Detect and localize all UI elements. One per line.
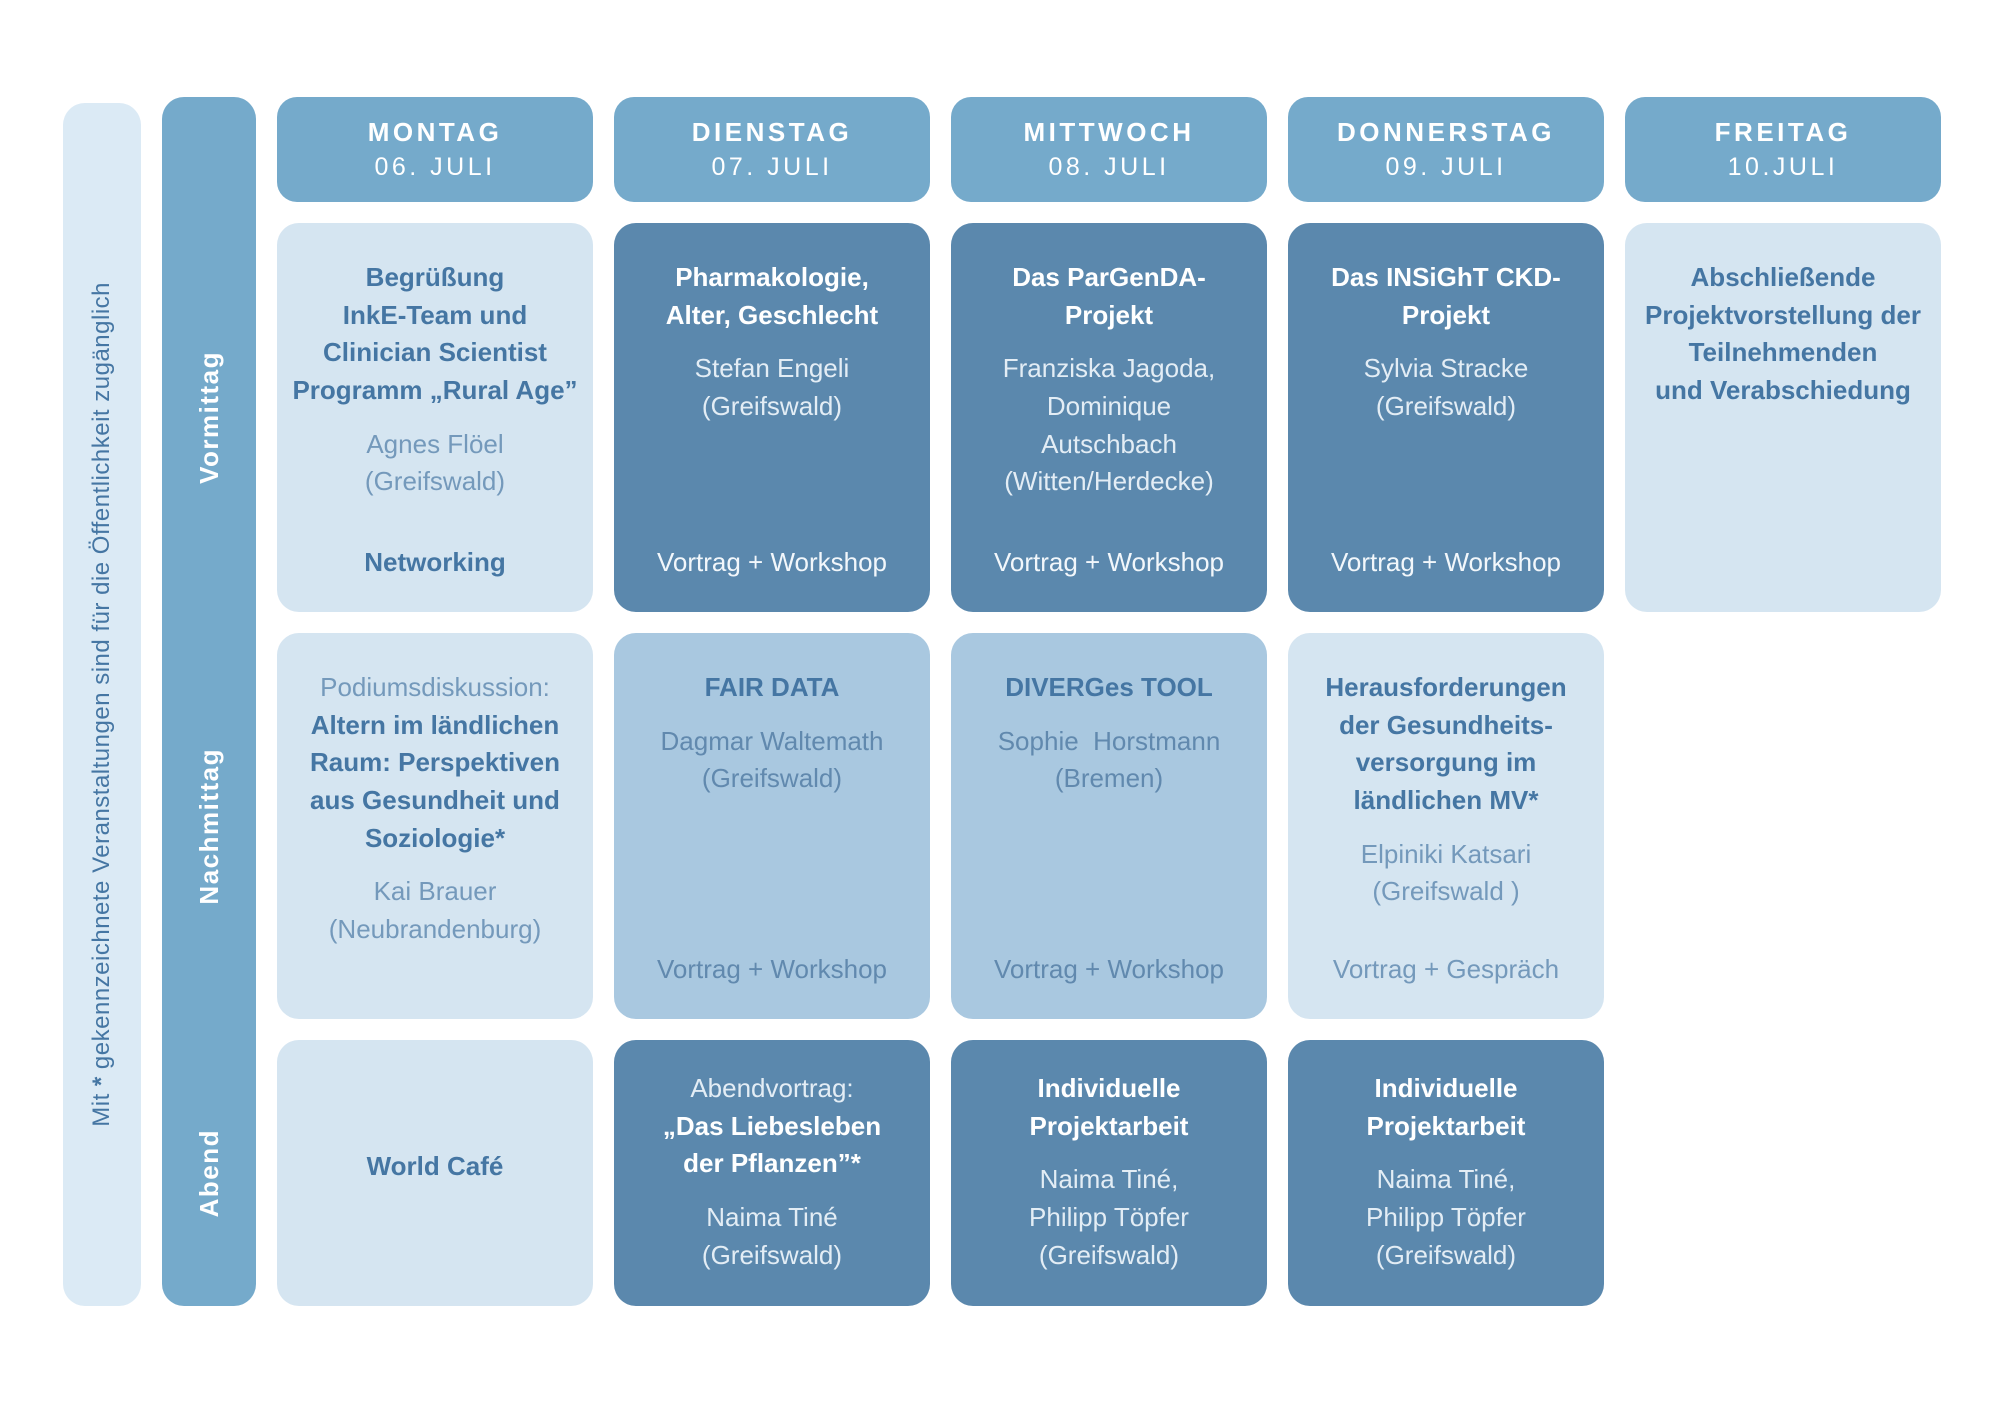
session-speaker: Dagmar Waltemath (Greifswald) — [660, 725, 884, 794]
session-speaker: Naima Tiné, Philipp Töpfer (Greifswald) — [1029, 1164, 1189, 1270]
time-of-day-bar: Vormittag Nachmittag Abend — [162, 97, 256, 1306]
session-title: Begrüßung InkE-Team und Clinician Scient… — [292, 262, 578, 406]
session-title: Altern im ländlichen Raum: Perspektiven … — [310, 709, 560, 853]
public-events-note-text: Mit * gekennzeichnete Veranstaltungen si… — [88, 282, 116, 1127]
session-speaker: Kai Brauer (Neubrandenburg) — [328, 876, 542, 945]
session-tuesday-evening: Abendvortrag: „Das Liebesleben der Pflan… — [614, 1040, 930, 1306]
day-date: 09. JULI — [1385, 153, 1507, 181]
session-title: Individuelle Projektarbeit — [1029, 1073, 1189, 1141]
session-speaker: Naima Tiné (Greifswald) — [701, 1202, 843, 1270]
time-slot-evening-label: Abend — [193, 1128, 224, 1218]
session-title: „Das Liebesleben der Pflanzen”* — [662, 1110, 882, 1179]
session-title: Pharmakologie, Alter, Geschlecht — [665, 262, 879, 330]
day-name: MONTAG — [367, 117, 503, 147]
session-title: Individuelle Projektarbeit — [1366, 1073, 1526, 1141]
time-slot-evening: Abend — [162, 1040, 256, 1306]
session-thursday-morning: Das INSiGhT CKD- Projekt Sylvia Stracke … — [1288, 223, 1604, 612]
day-date: 06. JULI — [374, 153, 496, 181]
asterisk-marker: * — [88, 1076, 115, 1087]
weekly-schedule-board: Mit * gekennzeichnete Veranstaltungen si… — [63, 97, 1941, 1306]
day-name: FREITAG — [1714, 117, 1852, 147]
session-kicker: Abendvortrag: — [690, 1073, 854, 1103]
session-monday-evening: World Café — [277, 1040, 593, 1306]
session-title: FAIR DATA — [704, 672, 840, 702]
session-tuesday-morning: Pharmakologie, Alter, Geschlecht Stefan … — [614, 223, 930, 612]
day-header-wednesday: MITTWOCH 08. JULI — [951, 97, 1267, 202]
public-events-note-bar: Mit * gekennzeichnete Veranstaltungen si… — [63, 103, 141, 1306]
session-kicker: Podiumsdiskussion: — [320, 672, 550, 702]
session-format: Vortrag + Workshop — [656, 547, 888, 578]
session-thursday-evening: Individuelle Projektarbeit Naima Tiné, P… — [1288, 1040, 1604, 1306]
session-monday-afternoon: Podiumsdiskussion: Altern im ländlichen … — [277, 633, 593, 1019]
session-speaker: Sylvia Stracke (Greifswald) — [1363, 353, 1529, 422]
time-slot-afternoon-label: Nachmittag — [193, 747, 224, 905]
day-header-monday: MONTAG 06. JULI — [277, 97, 593, 202]
day-header-friday: FREITAG 10.JULI — [1625, 97, 1941, 202]
session-monday-morning: Begrüßung InkE-Team und Clinician Scient… — [277, 223, 593, 612]
session-speaker: Agnes Flöel (Greifswald) — [364, 428, 506, 497]
session-title: Herausforderungen der Gesundheits- verso… — [1325, 672, 1567, 816]
session-title: World Café — [366, 1151, 504, 1182]
time-slot-morning: Vormittag — [162, 223, 256, 612]
time-slot-afternoon: Nachmittag — [162, 633, 256, 1019]
session-format: Vortrag + Workshop — [993, 954, 1225, 985]
note-suffix: gekennzeichnete Veranstaltungen sind für… — [88, 282, 115, 1077]
note-prefix: Mit — [88, 1086, 115, 1127]
session-wednesday-afternoon: DIVERGes TOOL Sophie Horstmann (Bremen) … — [951, 633, 1267, 1019]
session-format: Vortrag + Workshop — [1330, 547, 1562, 578]
session-speaker: Sophie Horstmann (Bremen) — [997, 725, 1221, 794]
session-format: Vortrag + Gespräch — [1332, 954, 1560, 985]
session-wednesday-morning: Das ParGenDA- Projekt Franziska Jagoda, … — [951, 223, 1267, 612]
day-date: 10.JULI — [1727, 153, 1839, 181]
session-format: Vortrag + Workshop — [656, 954, 888, 985]
day-date: 08. JULI — [1048, 153, 1170, 181]
day-date: 07. JULI — [711, 153, 833, 181]
session-speaker: Stefan Engeli (Greifswald) — [694, 353, 850, 422]
session-speaker: Naima Tiné, Philipp Töpfer (Greifswald) — [1366, 1164, 1526, 1270]
time-slot-morning-label: Vormittag — [193, 351, 224, 484]
session-title: DIVERGes TOOL — [1005, 672, 1213, 702]
day-name: MITTWOCH — [1023, 117, 1195, 147]
session-title: Das INSiGhT CKD- Projekt — [1331, 262, 1561, 330]
session-speaker: Franziska Jagoda, Dominique Autschbach (… — [1002, 353, 1216, 497]
session-tuesday-afternoon: FAIR DATA Dagmar Waltemath (Greifswald) … — [614, 633, 930, 1019]
session-title: Abschließende Projektvorstellung der Tei… — [1645, 262, 1921, 406]
session-format: Vortrag + Workshop — [993, 547, 1225, 578]
day-header-thursday: DONNERSTAG 09. JULI — [1288, 97, 1604, 202]
session-thursday-afternoon: Herausforderungen der Gesundheits- verso… — [1288, 633, 1604, 1019]
session-title: Das ParGenDA- Projekt — [1012, 262, 1206, 330]
session-friday-morning: Abschließende Projektvorstellung der Tei… — [1625, 223, 1941, 612]
day-name: DIENSTAG — [691, 117, 853, 147]
day-name: DONNERSTAG — [1337, 117, 1555, 147]
session-speaker: Elpiniki Katsari (Greifswald ) — [1360, 838, 1532, 907]
session-wednesday-evening: Individuelle Projektarbeit Naima Tiné, P… — [951, 1040, 1267, 1306]
day-header-tuesday: DIENSTAG 07. JULI — [614, 97, 930, 202]
session-format: Networking — [364, 547, 506, 578]
